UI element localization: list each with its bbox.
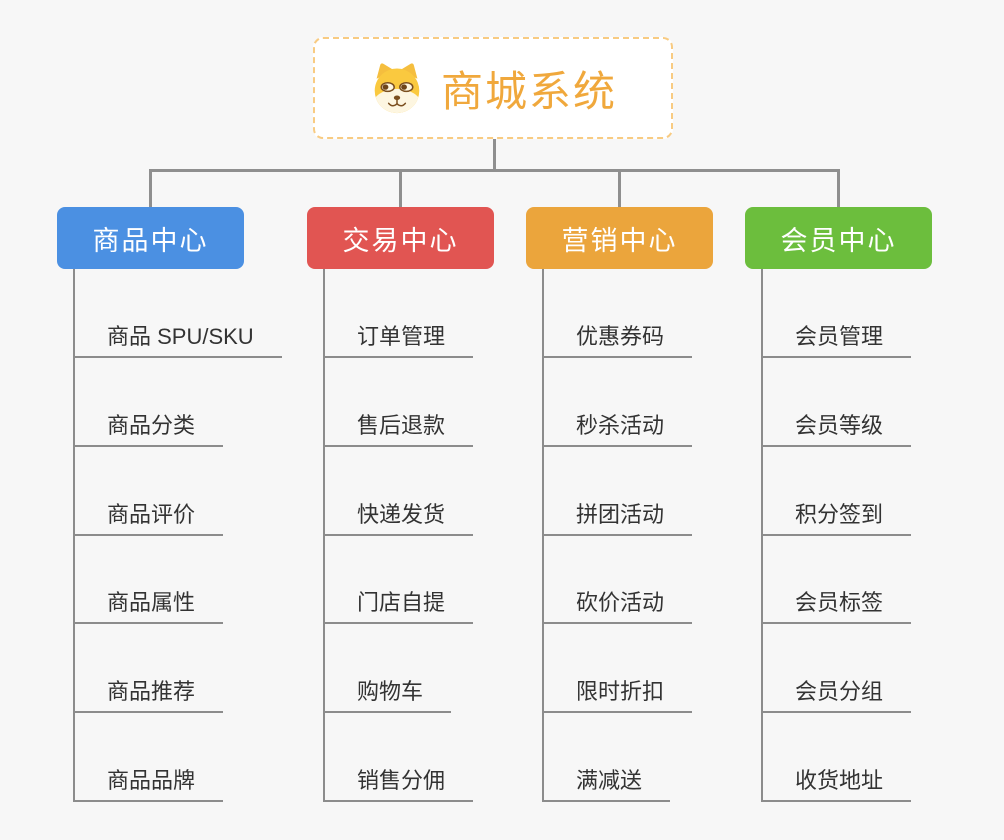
leaf-item[interactable]: 订单管理 — [323, 320, 474, 358]
leaf-item[interactable]: 商品评价 — [73, 498, 224, 536]
leaf-item[interactable]: 拼团活动 — [542, 498, 693, 536]
branch-node-0[interactable]: 商品中心 — [57, 207, 244, 269]
branch-node-2[interactable]: 营销中心 — [526, 207, 713, 269]
branch-label: 会员中心 — [780, 225, 897, 256]
leaf-item[interactable]: 砍价活动 — [542, 586, 693, 624]
leaf-item[interactable]: 秒杀活动 — [542, 409, 693, 447]
leaf-item[interactable]: 销售分佣 — [323, 764, 474, 802]
leaf-item[interactable]: 商品属性 — [73, 586, 224, 624]
leaf-item[interactable]: 会员标签 — [761, 586, 912, 624]
doge-face-icon — [374, 63, 420, 114]
branch-node-1[interactable]: 交易中心 — [307, 207, 494, 269]
branch-label: 商品中心 — [92, 225, 209, 256]
branch-label: 营销中心 — [561, 225, 678, 256]
connector-branch-drop — [618, 169, 621, 207]
branch-node-3[interactable]: 会员中心 — [745, 207, 932, 269]
connector-root-drop — [493, 139, 496, 169]
leaf-item[interactable]: 会员管理 — [761, 320, 912, 358]
root-node-mall-system[interactable]: 商城系统 — [313, 37, 673, 139]
leaf-item[interactable]: 快递发货 — [323, 498, 474, 536]
leaf-item[interactable]: 购物车 — [323, 675, 452, 713]
leaf-item[interactable]: 会员等级 — [761, 409, 912, 447]
branch-label: 交易中心 — [342, 225, 459, 256]
leaf-item[interactable]: 会员分组 — [761, 675, 912, 713]
connector-bus — [149, 169, 840, 172]
leaf-item[interactable]: 积分签到 — [761, 498, 912, 536]
connector-branch-drop — [149, 169, 152, 207]
leaf-item[interactable]: 商品品牌 — [73, 764, 224, 802]
leaf-item[interactable]: 商品 SPU/SKU — [73, 320, 282, 358]
connector-branch-drop — [399, 169, 402, 207]
root-title: 商城系统 — [440, 67, 617, 115]
leaf-item[interactable]: 收货地址 — [761, 764, 912, 802]
leaf-item[interactable]: 满减送 — [542, 764, 671, 802]
leaf-item[interactable]: 商品分类 — [73, 409, 224, 447]
leaf-item[interactable]: 商品推荐 — [73, 675, 224, 713]
connector-branch-drop — [837, 169, 840, 207]
leaf-item[interactable]: 门店自提 — [323, 586, 474, 624]
leaf-item[interactable]: 优惠券码 — [542, 320, 693, 358]
leaf-item[interactable]: 限时折扣 — [542, 675, 693, 713]
leaf-item[interactable]: 售后退款 — [323, 409, 474, 447]
